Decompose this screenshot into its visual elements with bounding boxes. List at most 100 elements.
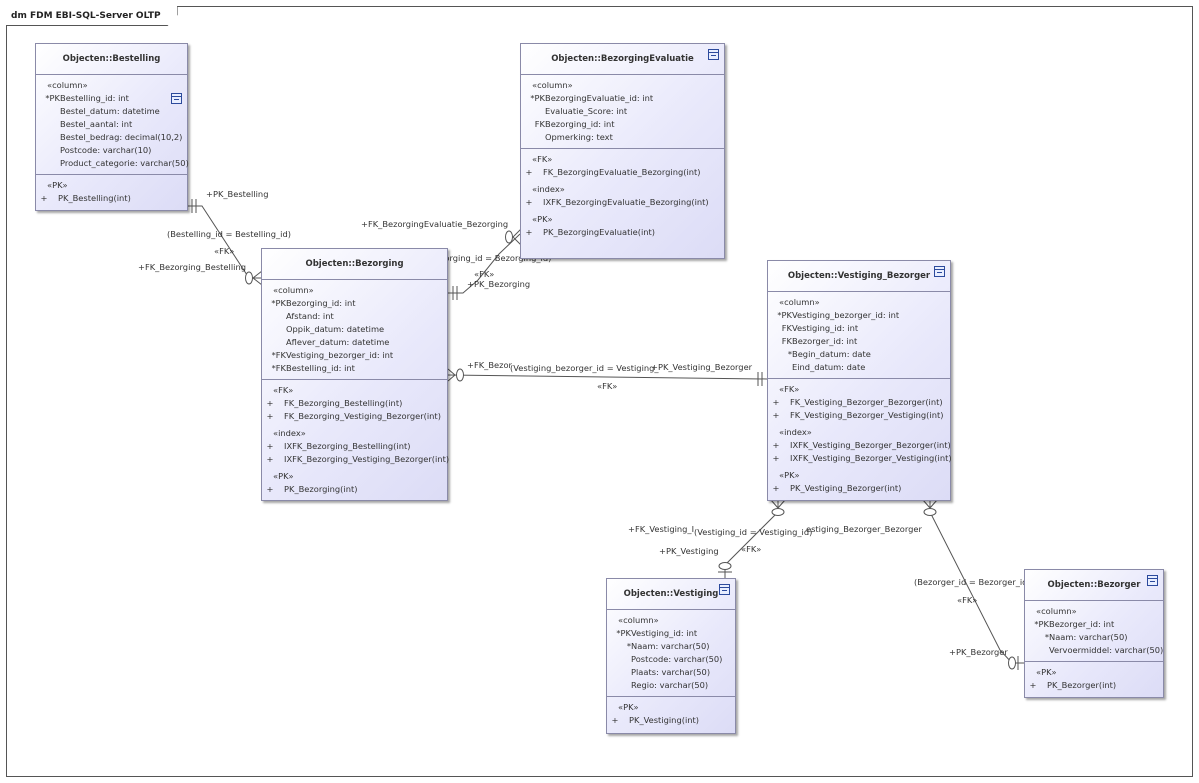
stereotype-label: «column»	[1036, 606, 1077, 616]
entity-bezorging-evaluatie[interactable]: Objecten::BezorgingEvaluatie «column» *P…	[520, 43, 725, 259]
operations-section: «FK» +FK_Vestiging_Bezorger_Bezorger(int…	[768, 379, 952, 499]
label-vestiging-condition: (Vestiging_id = Vestiging_id)	[694, 527, 812, 537]
stereotype-label: «index»	[779, 427, 812, 437]
column-row: Vervoermiddel: varchar(50)	[1049, 645, 1164, 655]
pk-section: «PK» +PK_Vestiging(int)	[607, 697, 735, 731]
operation-row: +FK_Bezorging_Bestelling(int)	[266, 398, 403, 408]
column-row: Eind_datum: date	[792, 362, 866, 372]
label-pk-vestiging-bezorger: +PK_Vestiging_Bezorger	[651, 362, 753, 372]
label-bestelling-condition: (Bestelling_id = Bestelling_id)	[167, 229, 291, 239]
diagram-frame	[6, 6, 1193, 777]
stereotype-label: «PK»	[779, 470, 800, 480]
link-evaluatie-bezorging	[448, 233, 521, 294]
stereotype-label: «index»	[532, 184, 565, 194]
column-row: Afstand: int	[286, 311, 334, 321]
column-row: Bestel_aantal: int	[60, 119, 133, 129]
label-bestelling-fk: «FK»	[214, 246, 234, 256]
entity-title: Objecten::Vestiging	[607, 579, 735, 610]
operation-row: +FK_Vestiging_Bezorger_Vestiging(int)	[772, 410, 944, 420]
operation-row: +IXFK_BezorgingEvaluatie_Bezorging(int)	[525, 197, 709, 207]
operation-row: +IXFK_Vestiging_Bezorger_Vestiging(int)	[772, 453, 952, 463]
column-row: *Begin_datum: date	[787, 349, 871, 359]
link-bezorging-vestiging-bezorger	[447, 374, 768, 380]
operations-section: «FK» +FK_Bezorging_Bestelling(int) +FK_B…	[262, 380, 450, 500]
link-bezorging-bestelling	[187, 205, 262, 279]
label-fk-evaluatie-bezorging: +FK_BezorgingEvaluatie_Bezorging	[361, 219, 508, 229]
stereotype-label: «PK»	[273, 471, 294, 481]
label-bezorger-fk: «FK»	[957, 595, 977, 605]
column-row: Bestel_datum: datetime	[60, 106, 160, 116]
entity-title: Objecten::Bezorging	[262, 249, 447, 280]
label-pk-bezorging: +PK_Bezorging	[467, 279, 530, 289]
label-evaluatie-fk: «FK»	[474, 269, 494, 279]
column-row: Regio: varchar(50)	[631, 680, 709, 690]
stereotype-label: «column»	[273, 285, 314, 295]
pk-section: «PK» +PK_Bestelling(int)	[36, 175, 187, 209]
stereotype-label: «FK»	[779, 384, 800, 394]
operation-row: +PK_Vestiging_Bezorger(int)	[772, 483, 902, 493]
label-pk-vestiging: +PK_Vestiging	[659, 546, 719, 556]
operation-row: +IXFK_Vestiging_Bezorger_Bezorger(int)	[772, 440, 951, 450]
stereotype-label: «column»	[47, 80, 88, 90]
operation-row: +PK_Vestiging(int)	[611, 715, 699, 725]
stereotype-label: «column»	[779, 297, 820, 307]
column-row: Postcode: varchar(10)	[60, 145, 152, 155]
label-vestiging-fk: «FK»	[741, 544, 761, 554]
label-fk-bezorging-vb: +FK_Bezor	[467, 360, 513, 370]
label-pk-bezorger: +PK_Bezorger	[949, 647, 1008, 657]
table-icon	[1147, 575, 1158, 586]
column-row: Oppik_datum: datetime	[286, 324, 385, 334]
label-bezorger-condition: (Bezorger_id = Bezorger_id)	[914, 577, 1031, 587]
label-pk-bestelling: +PK_Bestelling	[206, 189, 268, 199]
label-vb-condition: (Vestiging_bezorger_id = Vestiging_	[510, 363, 659, 373]
column-row: Postcode: varchar(50)	[631, 654, 723, 664]
operation-row: +PK_Bezorging(int)	[266, 484, 358, 494]
table-icon	[708, 49, 719, 60]
entity-vestiging-bezorger[interactable]: Objecten::Vestiging_Bezorger «column» *P…	[767, 260, 952, 501]
entity-title: Objecten::BezorgingEvaluatie	[521, 44, 724, 75]
stereotype-label: «column»	[532, 80, 573, 90]
operation-row: +PK_BezorgingEvaluatie(int)	[525, 227, 656, 237]
label-vestiging-bezorger-bezorger-role: estiging_Bezorger_Bezorger	[806, 524, 923, 534]
column-row: Bestel_bedrag: decimal(10,2)	[60, 132, 183, 142]
table-icon	[934, 266, 945, 277]
table-icon	[171, 93, 182, 104]
entity-title: Objecten::Bestelling	[36, 44, 187, 75]
table-icon	[719, 584, 730, 595]
stereotype-label: «PK»	[47, 180, 68, 190]
column-row: Aflever_datum: datetime	[286, 337, 390, 347]
label-evaluatie-condition: (Bezorging_id = Bezorging_id)	[426, 253, 551, 263]
operation-row: +FK_Bezorging_Vestiging_Bezorger(int)	[266, 411, 441, 421]
label-fk-vestiging: +FK_Vestiging_I	[628, 524, 694, 534]
stereotype-label: «PK»	[618, 702, 639, 712]
column-row: Opmerking: text	[545, 132, 613, 142]
stereotype-label: «index»	[273, 428, 306, 438]
stereotype-label: «PK»	[532, 214, 553, 224]
operations-section: «FK» +FK_BezorgingEvaluatie_Bezorging(in…	[521, 149, 724, 243]
operation-row: +PK_Bezorger(int)	[1029, 680, 1117, 690]
operation-row: +FK_Vestiging_Bezorger_Bezorger(int)	[772, 397, 943, 407]
stereotype-label: «PK»	[1036, 667, 1057, 677]
operation-row: +FK_BezorgingEvaluatie_Bezorging(int)	[525, 167, 701, 177]
stereotype-label: «FK»	[532, 154, 553, 164]
